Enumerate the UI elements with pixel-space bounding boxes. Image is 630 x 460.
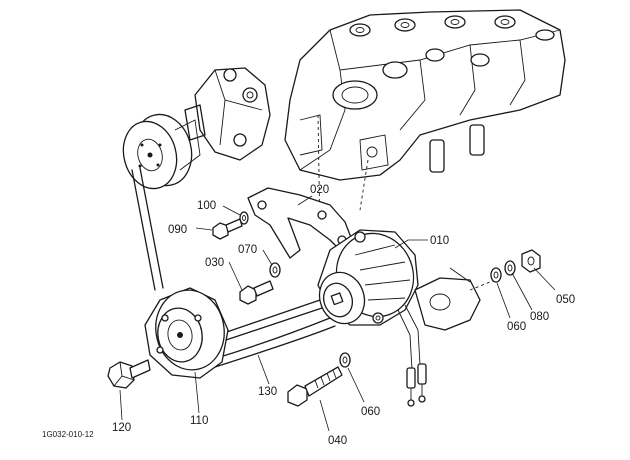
label-090: 090 — [168, 224, 187, 236]
washer-070 — [269, 262, 281, 278]
fan-pulley — [122, 113, 201, 190]
mount-arm — [414, 267, 501, 331]
washer-100 — [239, 211, 249, 225]
nut-050 — [521, 249, 541, 273]
label-080: 080 — [530, 311, 549, 323]
alternator-bracket — [247, 187, 356, 259]
label-110: 110 — [190, 415, 208, 427]
label-010: 010 — [430, 235, 449, 247]
label-050: 050 — [556, 294, 575, 306]
washer-060-lower — [339, 352, 351, 368]
v-belt — [131, 167, 336, 369]
label-130: 130 — [258, 386, 277, 398]
label-040: 040 — [328, 435, 347, 447]
bolt-030 — [239, 280, 274, 305]
water-pump — [184, 67, 271, 161]
lock-washer-080 — [504, 260, 516, 276]
alternator — [317, 229, 427, 407]
label-060-upper: 060 — [507, 321, 526, 333]
crank-pulley — [144, 287, 229, 379]
label-060-lower: 060 — [361, 406, 380, 418]
bolt-090 — [212, 218, 243, 240]
label-070: 070 — [238, 244, 257, 256]
part-labels: 010 020 030 040 050 060 060 070 080 090 … — [42, 184, 575, 447]
bolt-040 — [287, 366, 343, 407]
label-030: 030 — [205, 257, 224, 269]
crank-bolt — [107, 359, 151, 389]
washer-060-upper — [490, 267, 502, 283]
figure-code: 1G032-010-12 — [42, 430, 94, 439]
label-020: 020 — [310, 184, 329, 196]
label-100: 100 — [197, 200, 216, 212]
engine-block — [284, 9, 566, 236]
leader-lines — [119, 195, 556, 432]
label-120: 120 — [112, 422, 131, 434]
